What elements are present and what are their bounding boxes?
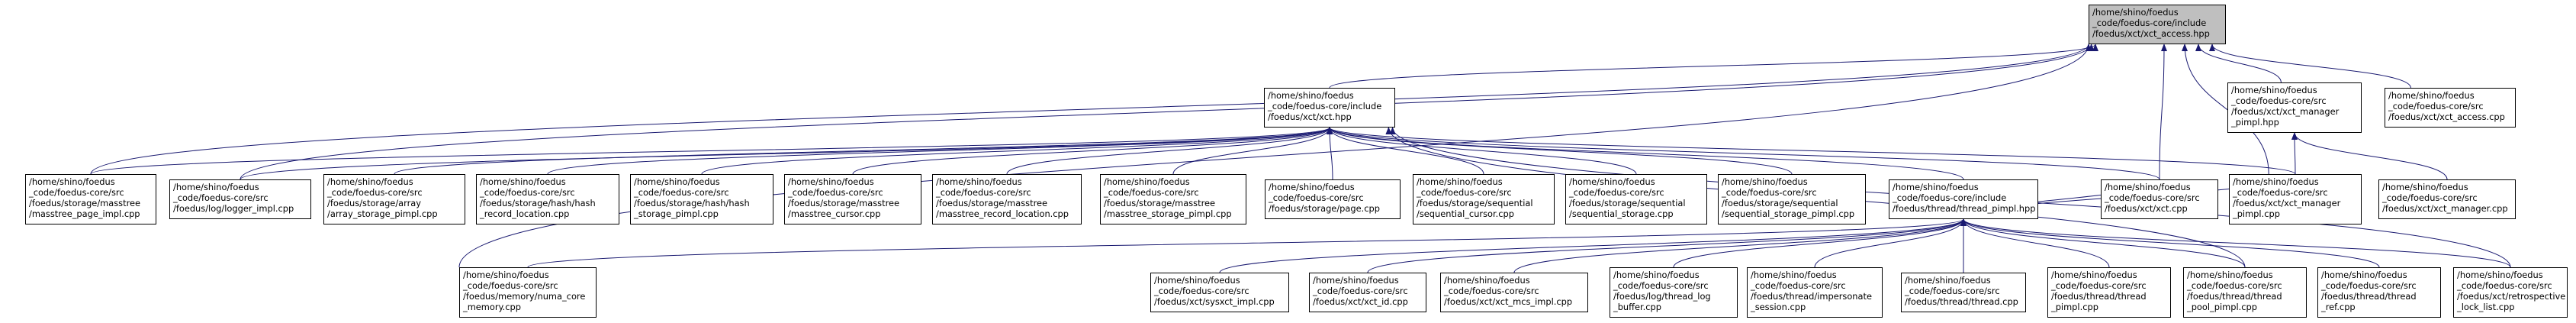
edge-sequential-cursor-cpp-to-xct-hpp (1327, 127, 1484, 175)
edge-thread-pimpl-cpp-to-thread-pimpl-hpp (1960, 218, 2110, 268)
edge-masstree-page-impl-cpp-to-xct-access-hpp (90, 44, 2092, 175)
node-xct-hpp[interactable]: /home/shino/foedus _code/foedus-core/inc… (1264, 88, 1395, 128)
node-masstree-page-impl-cpp[interactable]: /home/shino/foedus _code/foedus-core/src… (25, 174, 156, 224)
edge-masstree-page-impl-cpp-to-xct-hpp (90, 127, 1333, 175)
node-masstree-cursor-cpp[interactable]: /home/shino/foedus _code/foedus-core/src… (784, 174, 921, 224)
node-sequential-storage-pimpl-cpp[interactable]: /home/shino/foedus _code/foedus-core/src… (1718, 174, 1866, 224)
node-page-cpp[interactable]: /home/shino/foedus _code/foedus-core/src… (1265, 179, 1401, 219)
edge-masstree-record-location-cpp-to-xct-hpp (1006, 127, 1333, 175)
node-retrospective-lock-list-cpp[interactable]: /home/shino/foedus _code/foedus-core/src… (2453, 267, 2568, 318)
edge-hash-storage-pimpl-cpp-to-xct-hpp (701, 127, 1333, 175)
edge-xct-mcs-impl-cpp-to-thread-pimpl-hpp (1513, 218, 1967, 273)
node-xct-cpp[interactable]: /home/shino/foedus _code/foedus-core/src… (2101, 179, 2218, 219)
edge-masstree-storage-pimpl-cpp-to-xct-hpp (1172, 127, 1333, 175)
node-xct-mcs-impl-cpp[interactable]: /home/shino/foedus _code/foedus-core/src… (1440, 273, 1588, 312)
edge-xct-manager-pimpl-cpp-to-xct-hpp (1327, 127, 2296, 175)
edge-xct-cpp-to-xct-hpp (1327, 127, 2160, 180)
edge-numa-core-memory-cpp-to-thread-pimpl-hpp (527, 218, 1967, 268)
edge-xct-cpp-to-xct-access-hpp (2159, 44, 2167, 180)
edge-retrospective-lock-list-cpp-to-thread-pimpl-hpp (1960, 218, 2511, 268)
node-masstree-storage-pimpl-cpp[interactable]: /home/shino/foedus _code/foedus-core/src… (1100, 174, 1246, 224)
node-impersonate-session-cpp[interactable]: /home/shino/foedus _code/foedus-core/src… (1747, 267, 1883, 318)
edge-xct-hpp-to-xct-access-hpp (1329, 44, 2098, 89)
node-thread-log-buffer-cpp[interactable]: /home/shino/foedus _code/foedus-core/src… (1610, 267, 1738, 318)
node-thread-ref-cpp[interactable]: /home/shino/foedus _code/foedus-core/src… (2317, 267, 2441, 318)
edge-thread-pimpl-hpp-to-xct-hpp (1327, 127, 1964, 180)
node-hash-record-location-cpp[interactable]: /home/shino/foedus _code/foedus-core/src… (476, 174, 619, 224)
node-xct-access-hpp[interactable]: /home/shino/foedus _code/foedus-core/inc… (2089, 5, 2226, 44)
node-masstree-record-location-cpp[interactable]: /home/shino/foedus _code/foedus-core/src… (932, 174, 1082, 224)
node-xct-manager-cpp[interactable]: /home/shino/foedus _code/foedus-core/src… (2378, 179, 2516, 219)
edge-masstree-cursor-cpp-to-xct-hpp (852, 127, 1333, 175)
edge-xct-manager-pimpl-cpp-to-xct-access-hpp (2182, 44, 2269, 175)
node-xct-manager-pimpl-hpp[interactable]: /home/shino/foedus _code/foedus-core/src… (2227, 82, 2362, 133)
node-numa-core-memory-cpp[interactable]: /home/shino/foedus _code/foedus-core/src… (459, 267, 597, 318)
node-sequential-cursor-cpp[interactable]: /home/shino/foedus _code/foedus-core/src… (1413, 174, 1555, 224)
edge-thread-log-buffer-cpp-to-thread-pimpl-hpp (1673, 218, 1967, 268)
node-sequential-storage-cpp[interactable]: /home/shino/foedus _code/foedus-core/src… (1565, 174, 1707, 224)
node-logger-impl-cpp[interactable]: /home/shino/foedus _code/foedus-core/src… (169, 179, 311, 219)
edge-thread-pool-pimpl-cpp-to-thread-pimpl-hpp (1960, 218, 2246, 268)
node-xct-id-cpp[interactable]: /home/shino/foedus _code/foedus-core/src… (1309, 273, 1426, 312)
edge-xct-manager-cpp-to-xct-manager-pimpl-hpp (2291, 132, 2448, 180)
edge-logger-impl-cpp-to-xct-hpp (240, 127, 1333, 180)
node-xct-access-cpp[interactable]: /home/shino/foedus _code/foedus-core/src… (2385, 88, 2516, 128)
node-xct-manager-pimpl-cpp[interactable]: /home/shino/foedus _code/foedus-core/src… (2229, 174, 2362, 224)
edge-sysxct-impl-cpp-to-thread-pimpl-hpp (1219, 218, 1967, 273)
node-thread-pimpl-cpp[interactable]: /home/shino/foedus _code/foedus-core/src… (2047, 267, 2171, 318)
node-thread-pimpl-hpp[interactable]: /home/shino/foedus _code/foedus-core/inc… (1889, 179, 2038, 219)
node-hash-storage-pimpl-cpp[interactable]: /home/shino/foedus _code/foedus-core/src… (630, 174, 773, 224)
edge-sequential-storage-cpp-to-xct-hpp (1327, 127, 1637, 175)
node-thread-pool-pimpl-cpp[interactable]: /home/shino/foedus _code/foedus-core/src… (2183, 267, 2307, 318)
node-array-storage-pimpl-cpp[interactable]: /home/shino/foedus _code/foedus-core/src… (323, 174, 465, 224)
edge-sequential-storage-pimpl-cpp-to-xct-hpp (1327, 127, 1793, 175)
edge-array-storage-pimpl-cpp-to-xct-hpp (394, 127, 1333, 175)
edge-impersonate-session-cpp-to-thread-pimpl-hpp (1814, 218, 1967, 268)
edge-logger-impl-cpp-to-xct-access-hpp (240, 44, 2095, 180)
edge-xct-manager-pimpl-hpp-to-xct-access-hpp (2195, 44, 2282, 83)
edge-xct-id-cpp-to-thread-pimpl-hpp (1367, 218, 1967, 273)
edge-xct-access-cpp-to-xct-access-hpp (2209, 44, 2411, 89)
edge-hash-record-location-cpp-to-xct-hpp (547, 127, 1333, 175)
node-sysxct-impl-cpp[interactable]: /home/shino/foedus _code/foedus-core/src… (1150, 273, 1289, 312)
edge-page-cpp-to-xct-hpp (1327, 127, 1333, 180)
edge-thread-ref-cpp-to-thread-pimpl-hpp (1960, 218, 2380, 268)
node-thread-cpp[interactable]: /home/shino/foedus _code/foedus-core/src… (1901, 273, 2026, 312)
